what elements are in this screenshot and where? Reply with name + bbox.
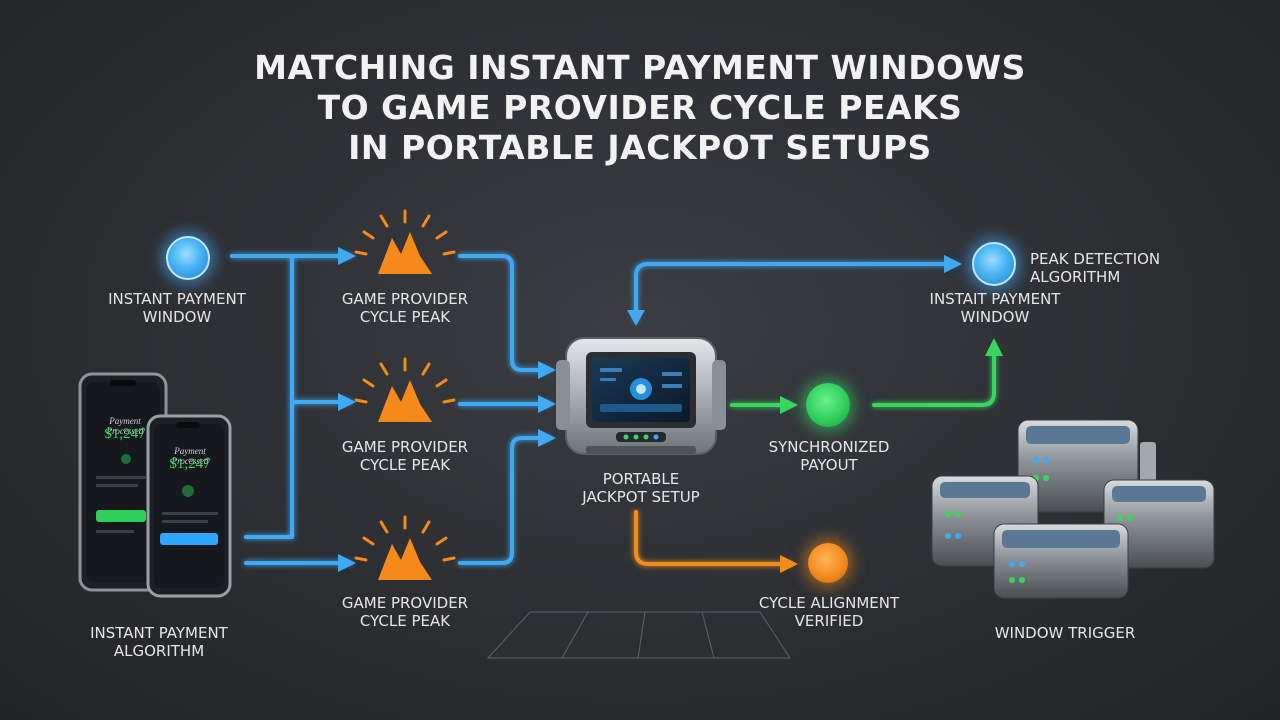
title-line-2: TO GAME PROVIDER CYCLE PEAKS	[317, 88, 963, 127]
orange-arrowhead	[780, 555, 798, 573]
label-instant-payment-window-left: INSTANT PAYMENT WINDOW	[108, 290, 246, 326]
title-line-1: MATCHING INSTANT PAYMENT WINDOWS	[254, 48, 1026, 87]
link-phone-to-branch	[244, 400, 294, 539]
label-peak-top: GAME PROVIDER CYCLE PEAK	[341, 290, 469, 326]
blue-arrowheads	[338, 247, 962, 572]
label-peak-bottom: GAME PROVIDER CYCLE PEAK	[341, 594, 469, 630]
orange-links	[634, 510, 792, 566]
title-line-3: IN PORTABLE JACKPOT SETUPS	[348, 128, 932, 167]
floor-grid	[486, 611, 791, 659]
phone-front-amount: $1,247	[169, 456, 211, 472]
label-cycle-alignment-verified: CYCLE ALIGNMENT VERIFIED	[758, 594, 900, 630]
jackpot-device-icon	[556, 337, 726, 455]
label-peak-detection-algorithm: PEAK DETECTION ALGORITHM	[1030, 250, 1161, 286]
peak-icon-bottom	[354, 515, 456, 580]
label-window-trigger: WINDOW TRIGGER	[994, 624, 1136, 642]
page-title: MATCHING INSTANT PAYMENT WINDOWS TO GAME…	[0, 48, 1280, 168]
smartphone-icon	[78, 372, 232, 598]
label-peak-mid: GAME PROVIDER CYCLE PEAK	[341, 438, 469, 474]
label-portable-jackpot-setup: PORTABLE JACKPOT SETUP	[582, 470, 700, 506]
server-stack-icon	[931, 419, 1215, 599]
synchronized-payout-node	[806, 383, 850, 427]
link-jackpot-to-alignment	[634, 510, 792, 566]
link-payout-to-window-right	[872, 348, 996, 407]
green-links	[730, 348, 996, 407]
link-branch-to-peak-mid	[290, 254, 352, 404]
link-peak-top-to-jackpot	[458, 254, 550, 372]
link-jackpot-to-window-right	[634, 262, 957, 322]
phone-back-header: Payment Processed	[106, 416, 144, 436]
phone-front-header: Payment Processed	[171, 446, 209, 466]
cycle-alignment-node	[808, 543, 848, 583]
label-instant-payment-window-right: INSTAIT PAYMENT WINDOW	[929, 290, 1061, 326]
green-arrowheads	[780, 338, 1003, 414]
blue-links	[230, 254, 957, 565]
link-peak-bottom-to-jackpot	[458, 436, 550, 565]
instant-payment-window-node-right	[972, 242, 1016, 286]
instant-payment-window-node-left	[166, 236, 210, 280]
peak-icon-mid	[354, 357, 456, 422]
peak-icon-top	[354, 209, 456, 274]
label-synchronized-payout: SYNCHRONIZED PAYOUT	[768, 438, 890, 474]
phone-back-amount: $1,247	[104, 426, 146, 442]
label-instant-payment-algorithm: INSTANT PAYMENT ALGORITHM	[90, 624, 228, 660]
